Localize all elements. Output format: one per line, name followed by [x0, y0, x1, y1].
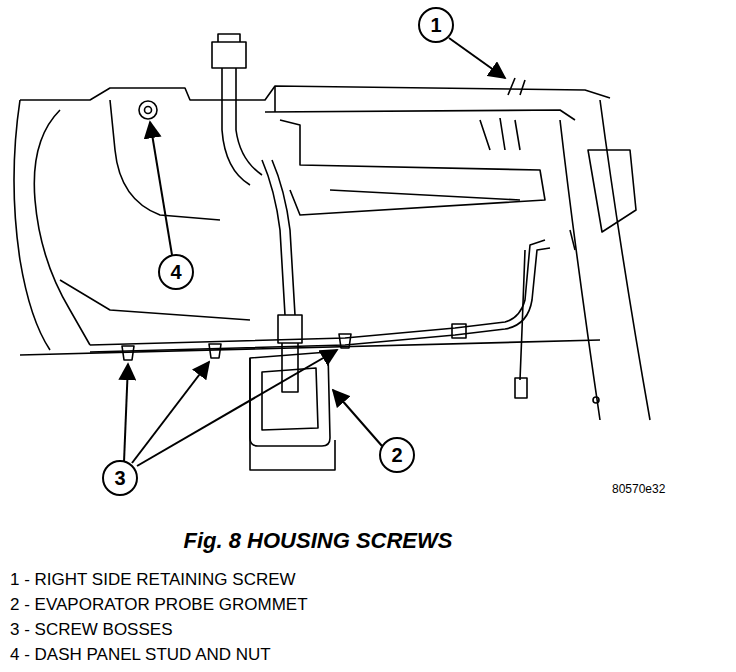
legend-line: 4 - DASH PANEL STUD AND NUT [10, 645, 271, 665]
callout-circle: 1 [418, 7, 454, 43]
callout-number: 2 [391, 445, 402, 465]
callout-number: 4 [170, 262, 181, 282]
legend-line: 2 - EVAPORATOR PROBE GROMMET [10, 595, 308, 615]
callout-number: 1 [430, 15, 441, 35]
figure-caption: Fig. 8 HOUSING SCREWS [184, 528, 453, 554]
legend-line: 3 - SCREW BOSSES [10, 620, 172, 640]
callout-number: 3 [114, 468, 125, 488]
callout-circle: 3 [102, 460, 138, 496]
callout-circle: 2 [379, 437, 415, 473]
legend-line: 1 - RIGHT SIDE RETAINING SCREW [10, 570, 296, 590]
figure-code: 80570e32 [612, 482, 665, 496]
callout-circle: 4 [158, 254, 194, 290]
